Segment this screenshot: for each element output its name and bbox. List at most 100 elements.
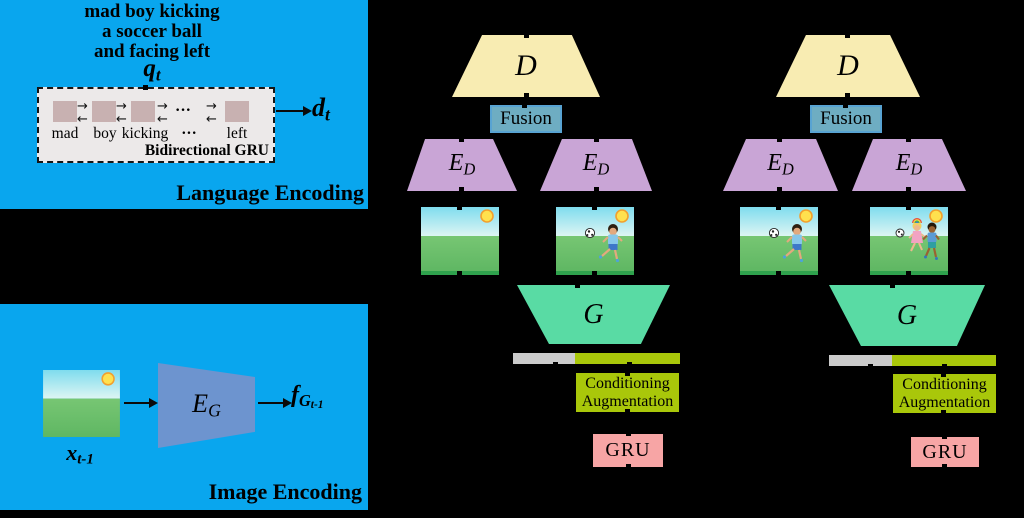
- query-line-2: a soccer ball: [102, 21, 202, 42]
- connector-tick: [459, 137, 464, 142]
- conditioning-augmentation-box: Conditioning Augmentation: [576, 373, 679, 412]
- fusion-box: Fusion: [490, 105, 562, 133]
- gru-word: boy: [93, 125, 117, 142]
- gru-word: mad: [51, 125, 79, 142]
- connector-tick: [592, 271, 597, 276]
- boy-figure: [782, 224, 807, 263]
- ed-label: ED: [582, 150, 610, 179]
- connector-tick: [594, 137, 599, 142]
- xt1-symbol: xt-1: [66, 440, 94, 468]
- connector-tick: [868, 364, 873, 369]
- sun-icon: [929, 209, 943, 223]
- arrow-left-icon: ←: [116, 112, 127, 127]
- connector-tick: [459, 187, 464, 192]
- query-line-1: mad boy kicking: [84, 1, 220, 22]
- gru-cell: [53, 101, 77, 122]
- scene-two-kids-thumbnail: [870, 207, 948, 275]
- girl-figure: [908, 218, 926, 252]
- conditioning-bar-segment: [892, 355, 996, 366]
- image-encoder-trapezoid: EG: [158, 363, 255, 448]
- connector-tick: [594, 187, 599, 192]
- ca-line1: Conditioning: [902, 376, 987, 393]
- fg-sub: Gt-1: [299, 391, 324, 412]
- ca-line2: Augmentation: [898, 393, 991, 411]
- generator-trapezoid: G: [517, 285, 670, 344]
- gru-box: GRU: [911, 437, 979, 467]
- connector-tick: [776, 271, 781, 276]
- g-label: G: [896, 299, 918, 331]
- image-encoding-title: Image Encoding: [208, 479, 362, 504]
- connector-tick: [524, 93, 529, 98]
- connector-tick: [626, 464, 631, 469]
- encoder-output-arrow: [258, 396, 292, 409]
- image-encoder-trapezoid-col: ED: [540, 139, 652, 191]
- noise-bar-segment: [513, 353, 575, 364]
- connector-tick: [942, 364, 947, 369]
- discriminator-trapezoid: D: [776, 35, 920, 97]
- gru-label: GRU: [922, 440, 968, 463]
- connector-tick: [906, 205, 911, 210]
- connector-tick: [942, 434, 947, 439]
- arrow-left-icon: ←: [157, 112, 168, 127]
- scene-empty-thumbnail: [421, 207, 499, 275]
- sun-icon: [615, 209, 629, 223]
- connector-tick: [906, 271, 911, 276]
- g-label: G: [583, 298, 604, 330]
- boy-figure: [922, 222, 940, 260]
- fg-symbol: fGt-1: [291, 382, 324, 412]
- connector-tick: [941, 410, 946, 415]
- language-encoding-title: Language Encoding: [176, 180, 364, 205]
- gru-cell: [92, 101, 116, 122]
- connector-tick: [553, 362, 558, 367]
- connector-tick: [625, 371, 630, 376]
- connector-tick: [777, 187, 782, 192]
- d-label: D: [837, 49, 859, 82]
- conditioning-augmentation-box: Conditioning Augmentation: [893, 374, 996, 413]
- connector-tick: [522, 103, 527, 108]
- connector-tick: [906, 187, 911, 192]
- query-line-3: and facing left: [93, 41, 211, 62]
- ca-line2: Augmentation: [581, 392, 674, 410]
- arrow-right-icon: →: [77, 99, 88, 114]
- gru-word: left: [226, 125, 248, 142]
- connector-tick: [524, 33, 529, 38]
- bidirectional-gru-box: → ← → ← → ← → ← ··· mad boy kicking ··· …: [37, 87, 275, 163]
- ed-label: ED: [448, 150, 476, 179]
- gru-word: kicking: [121, 125, 169, 142]
- language-encoding-panel: mad boy kicking a soccer ball and facing…: [0, 0, 368, 209]
- ed-label: ED: [895, 150, 923, 179]
- arrow-right-icon: →: [157, 99, 168, 114]
- connector-tick: [843, 103, 848, 108]
- sun-icon: [101, 372, 115, 386]
- connector-tick: [627, 362, 632, 367]
- story-encoder-trapezoid: ED: [723, 139, 838, 191]
- dt-arrow: [276, 104, 312, 117]
- gru-box: GRU: [593, 434, 663, 467]
- connector-tick: [592, 205, 597, 210]
- image-encoding-panel: xt-1 EG fGt-1 Image Encoding: [0, 304, 368, 510]
- soccer-ball-icon: [584, 227, 596, 239]
- image-to-encoder-arrow: [124, 396, 158, 409]
- fusion-box: Fusion: [810, 105, 882, 133]
- eg-label: EG: [192, 389, 221, 421]
- fusion-label: Fusion: [820, 108, 872, 129]
- conditioning-bar-segment: [575, 353, 680, 364]
- connector-tick: [941, 372, 946, 377]
- cell-ellipsis: ···: [175, 102, 192, 119]
- query-text: mad boy kicking a soccer ball and facing…: [32, 2, 272, 62]
- connector-tick: [776, 205, 781, 210]
- story-encoder-trapezoid: ED: [407, 139, 517, 191]
- discriminator-trapezoid: D: [452, 35, 600, 97]
- gru-label: GRU: [605, 439, 651, 461]
- soccer-ball-icon: [768, 227, 780, 239]
- soccer-ball-icon: [895, 228, 905, 238]
- arrow-left-icon: ←: [206, 112, 217, 127]
- d-label: D: [515, 49, 537, 82]
- connector-tick: [575, 283, 580, 288]
- arrow-right-icon: →: [116, 99, 127, 114]
- bidirectional-gru-label: Bidirectional GRU: [144, 142, 269, 159]
- connector-tick: [845, 33, 850, 38]
- ca-line1: Conditioning: [585, 375, 670, 392]
- connector-tick: [143, 85, 148, 90]
